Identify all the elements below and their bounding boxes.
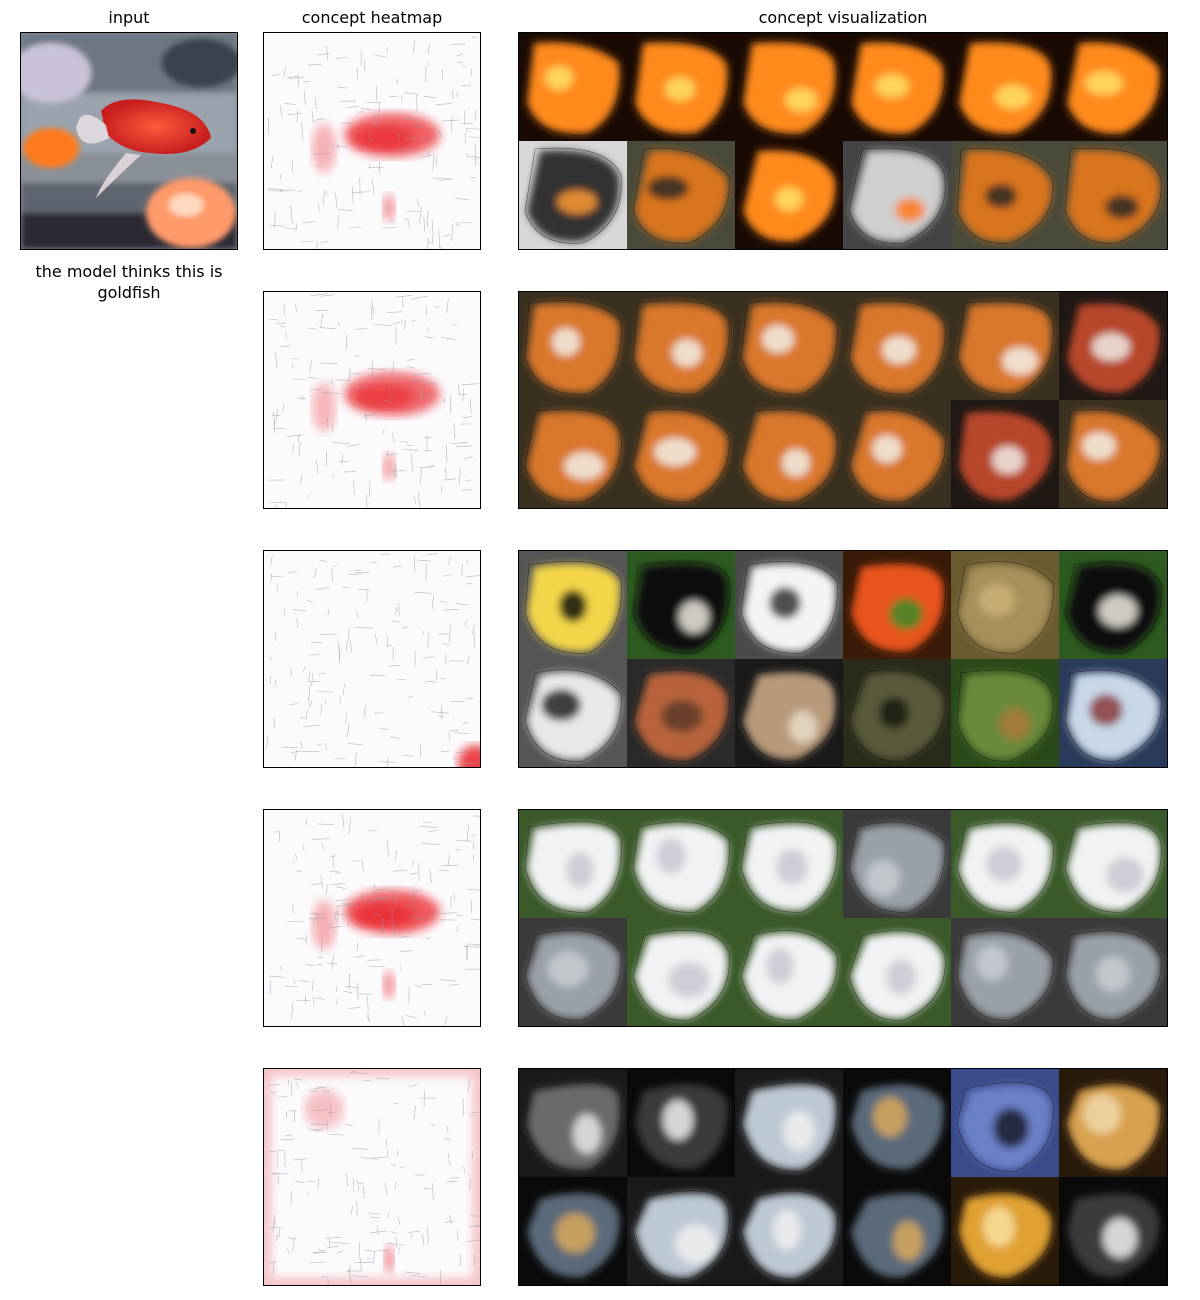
concept-patch-keys: [519, 1177, 627, 1285]
header-heatmap: concept heatmap: [301, 8, 443, 27]
concept-patch-golfball: [627, 810, 735, 918]
concept-patch-fox: [843, 292, 951, 400]
concept-patch-metal: [627, 1177, 735, 1285]
concept-patch-fire: [1059, 33, 1167, 141]
concept-patch-keyboard: [519, 1069, 627, 1177]
header-visualization: concept visualization: [758, 8, 928, 27]
concept-patch-golfball: [1059, 810, 1167, 918]
concept-patch-robin: [1059, 141, 1167, 249]
prediction-label: goldfish: [97, 283, 161, 302]
concept-patch-golfball: [519, 810, 627, 918]
concept-patch-metal: [735, 1069, 843, 1177]
prediction-line1: the model thinks this is: [35, 262, 223, 281]
header-input: input: [108, 8, 150, 27]
concept-patch-golfball: [735, 810, 843, 918]
concept-patch-fire: [843, 33, 951, 141]
concept-patch-ghost: [735, 551, 843, 659]
concept-patch-fox: [843, 400, 951, 508]
concept-patch-fox: [627, 400, 735, 508]
concept-heatmap-3: [263, 550, 481, 768]
concept-patch-robin: [951, 141, 1059, 249]
concept-patch-dog: [1059, 551, 1167, 659]
concept-patch-stove: [519, 141, 627, 249]
concept-patch-golfball: [735, 918, 843, 1026]
concept-patch-crate: [627, 659, 735, 767]
concept-patch-fire: [951, 33, 1059, 141]
concept-patch-redpanda: [951, 400, 1059, 508]
concept-heatmap-4: [263, 809, 481, 1027]
concept-patch-golfball: [951, 810, 1059, 918]
concept-patch-fox: [735, 292, 843, 400]
concept-patch-fire: [627, 33, 735, 141]
concept-patch-grass: [951, 659, 1059, 767]
concept-visualization-3: [518, 550, 1168, 768]
concept-visualization-1: [518, 32, 1168, 250]
concept-patch-golfball: [843, 918, 951, 1026]
input-image: [20, 32, 238, 250]
concept-patch-keys: [843, 1069, 951, 1177]
concept-patch-dark: [1059, 1177, 1167, 1285]
concept-patch-animal: [843, 659, 951, 767]
concept-patch-ship: [1059, 659, 1167, 767]
concept-patch-toy: [519, 551, 627, 659]
concept-patch-fox: [735, 400, 843, 508]
concept-patch-cheese: [951, 1177, 1059, 1285]
goldfish-main: [76, 99, 211, 198]
concept-visualization-2: [518, 291, 1168, 509]
concept-patch-oven: [843, 141, 951, 249]
concept-patch-fox: [627, 292, 735, 400]
concept-patch-keys: [843, 1177, 951, 1285]
concept-visualization-4: [518, 809, 1168, 1027]
concept-patch-fire: [735, 141, 843, 249]
concept-patch-parrot: [519, 918, 627, 1026]
concept-patch-fire: [519, 33, 627, 141]
concept-patch-redpanda: [1059, 292, 1167, 400]
concept-patch-blur: [951, 551, 1059, 659]
concept-patch-fox: [951, 292, 1059, 400]
concept-patch-sky: [951, 1069, 1059, 1177]
concept-heatmap-1: [263, 32, 481, 250]
concept-heatmap-2: [263, 291, 481, 509]
concept-patch-robin: [627, 141, 735, 249]
concept-patch-parrot: [951, 918, 1059, 1026]
concept-patch-fox: [519, 292, 627, 400]
concept-patch-machine: [519, 659, 627, 767]
concept-patch-wood: [1059, 1069, 1167, 1177]
concept-patch-squirrel: [735, 659, 843, 767]
concept-patch-parrot: [843, 810, 951, 918]
concept-patch-metal: [735, 1177, 843, 1285]
concept-patch-dark: [627, 1069, 735, 1177]
concept-patch-pepper: [843, 551, 951, 659]
concept-patch-parrot: [1059, 918, 1167, 1026]
concept-patch-dog: [627, 551, 735, 659]
prediction-caption: the model thinks this is goldfish: [10, 261, 248, 303]
concept-patch-fire: [735, 33, 843, 141]
concept-patch-golfball: [627, 918, 735, 1026]
concept-visualization-5: [518, 1068, 1168, 1286]
concept-patch-fox: [519, 400, 627, 508]
concept-heatmap-5: [263, 1068, 481, 1286]
concept-patch-fox: [1059, 400, 1167, 508]
